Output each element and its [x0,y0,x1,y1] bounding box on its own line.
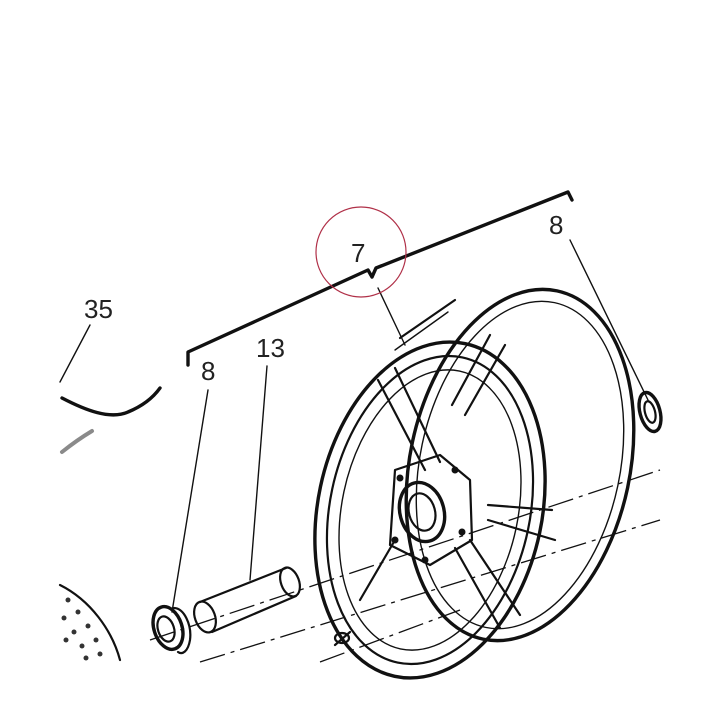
part-7-wheel-rim [313,287,663,680]
callout-8-right: 8 [549,210,563,240]
leader-lines [59,239,649,613]
callout-labels: 35 8 13 7 8 [84,210,563,386]
part-35-hose [60,386,162,454]
assembly-bracket-7 [186,190,574,367]
part-13-spacer-tube [193,566,301,634]
callout-35: 35 [84,294,113,324]
callout-7-highlight-circle [315,206,407,298]
brake-disc-fragment [58,583,122,662]
callout-7: 7 [351,238,365,268]
callout-13: 13 [256,333,285,363]
axle-center-lines [149,469,661,663]
callout-8-left: 8 [201,356,215,386]
part-8-left-bearing [151,604,192,655]
